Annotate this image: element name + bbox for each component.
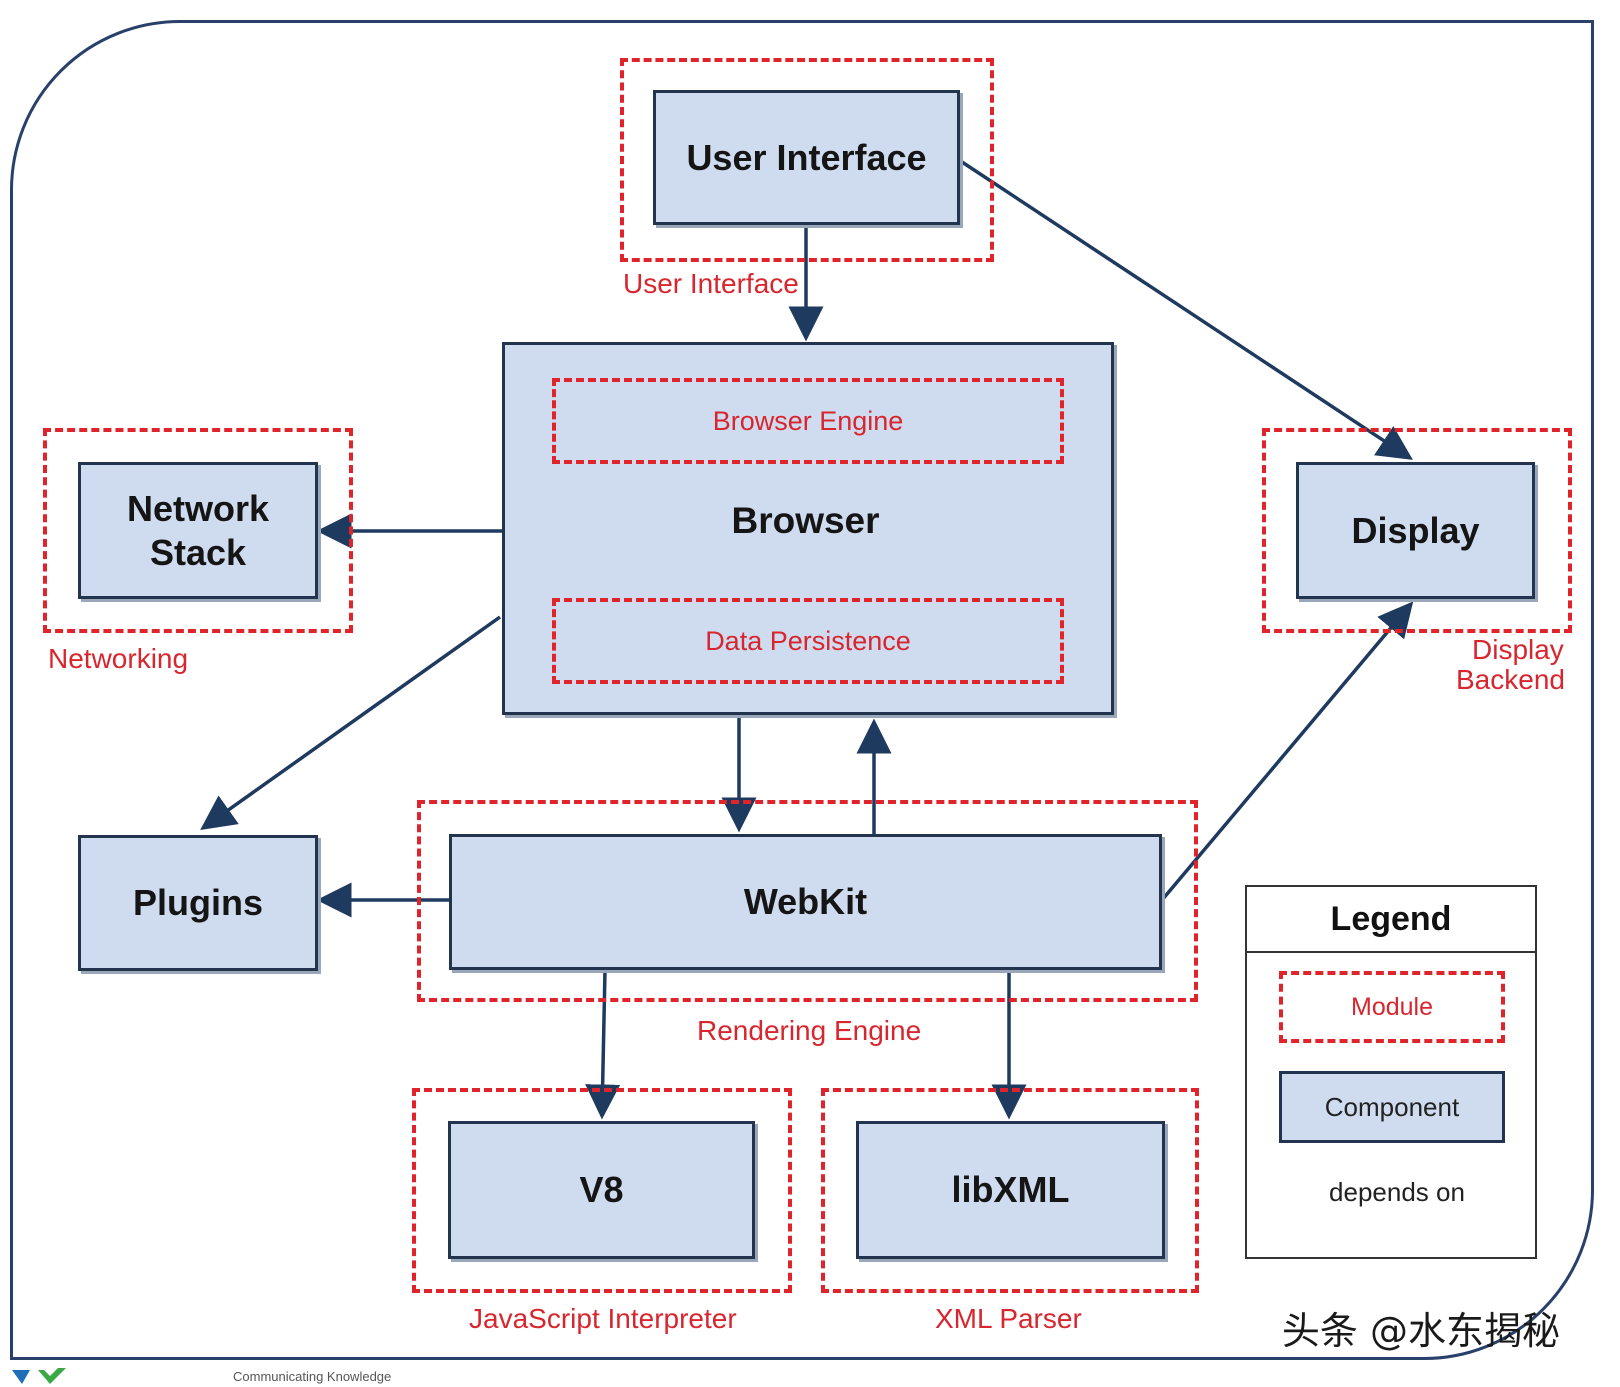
component-libxml: libXML: [856, 1121, 1165, 1259]
component-network-stack-label: Network Stack: [126, 488, 270, 573]
legend-module-label: Module: [1351, 992, 1433, 1021]
module-display-backend: [1262, 428, 1572, 633]
module-data-persistence-label: Data Persistence: [705, 625, 911, 656]
legend-module-sample: Module: [1279, 971, 1505, 1043]
footer-tagline: Communicating Knowledge: [233, 1369, 392, 1384]
module-xml-parser: [821, 1088, 1199, 1293]
module-user-interface-label: User Interface: [623, 268, 799, 299]
module-data-persistence: Data Persistence: [552, 598, 1064, 684]
module-javascript-interpreter: [412, 1088, 792, 1293]
diagram-frame: [10, 20, 1594, 1360]
module-javascript-interpreter-label: JavaScript Interpreter: [469, 1303, 737, 1334]
legend-component-label: Component: [1324, 1091, 1460, 1122]
component-v8: V8: [448, 1121, 755, 1259]
component-browser: [502, 342, 1114, 715]
module-networking-label: Networking: [48, 643, 189, 674]
component-webkit: WebKit: [449, 834, 1162, 970]
legend-depends-on-label: depends on: [1329, 1177, 1465, 1207]
component-libxml-label: libXML: [951, 1169, 1070, 1211]
legend-title: Legend: [1247, 887, 1535, 953]
component-display-label: Display: [1351, 509, 1480, 551]
component-user-interface: User Interface: [653, 90, 960, 225]
module-networking: [43, 428, 353, 633]
component-v8-label: V8: [579, 1169, 624, 1211]
module-xml-parser-label: XML Parser: [935, 1303, 1082, 1334]
module-browser-engine: Browser Engine: [552, 378, 1064, 464]
watermark: 头条 @水东揭秘: [1281, 1309, 1560, 1353]
component-user-interface-label: User Interface: [686, 136, 927, 178]
arrow-webkit-to-display: [1160, 601, 1414, 902]
component-plugins: Plugins: [78, 835, 318, 971]
component-display: Display: [1296, 462, 1535, 599]
component-webkit-label: WebKit: [743, 881, 868, 923]
legend-component-sample: Component: [1279, 1071, 1505, 1143]
logo-icon: [12, 1368, 66, 1384]
module-rendering-engine-label: Rendering Engine: [697, 1015, 922, 1046]
component-plugins-label: Plugins: [132, 882, 263, 924]
arrow-ui-to-display: [961, 160, 1413, 460]
module-user-interface: [620, 58, 994, 262]
component-network-stack: Network Stack: [78, 462, 318, 599]
module-browser-engine-label: Browser Engine: [712, 405, 904, 436]
component-browser-label: Browser: [731, 500, 880, 541]
module-display-backend-label-1: Display: [1472, 634, 1564, 665]
legend: Legend Module Component depends on: [1245, 885, 1537, 1259]
module-display-backend-label-2: Backend: [1456, 664, 1565, 695]
module-rendering-engine: [417, 800, 1198, 1002]
arrow-browser-to-plugins: [200, 615, 502, 831]
